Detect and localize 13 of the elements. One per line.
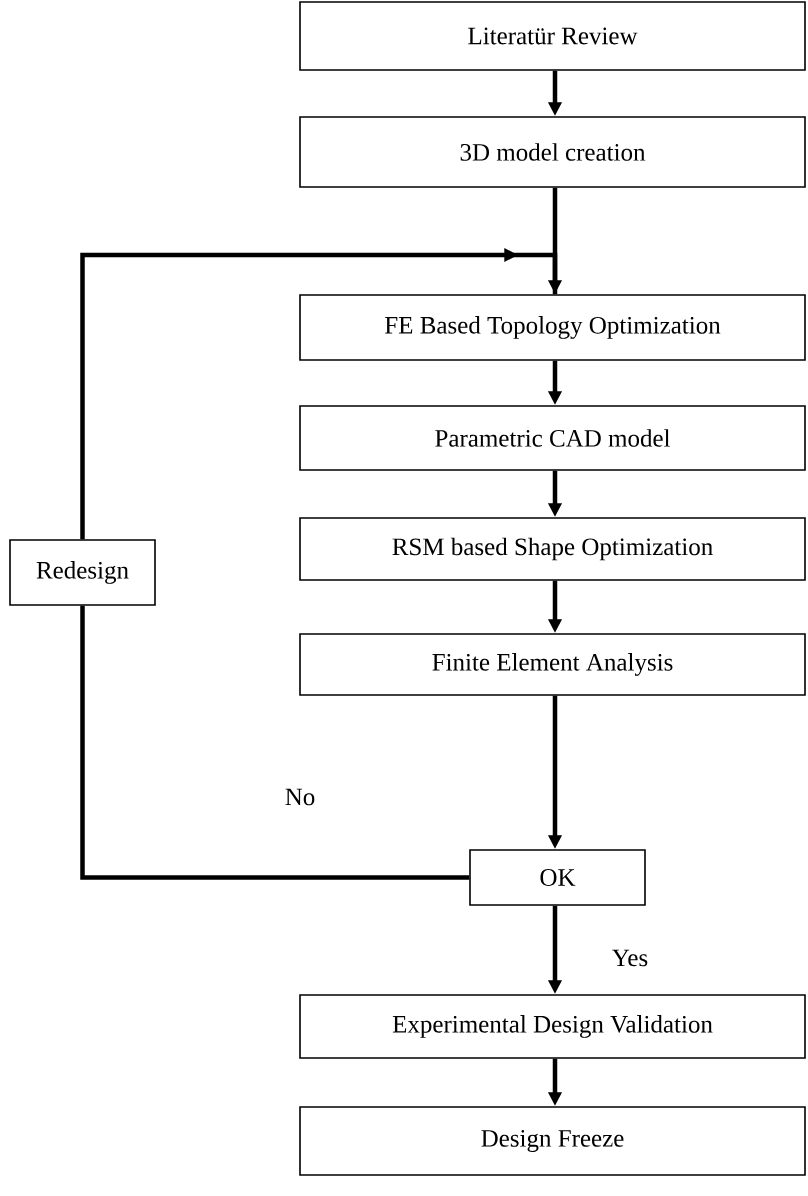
process-box: Experimental Design Validation — [299, 994, 806, 1059]
process-box: Design Freeze — [299, 1106, 806, 1176]
process-box: Literatür Review — [299, 1, 806, 71]
arrow — [80, 247, 558, 540]
process-box: FE Based Topology Optimization — [299, 294, 806, 361]
process-box: RSM based Shape Optimization — [299, 517, 806, 581]
process-box: Parametric CAD model — [299, 405, 806, 471]
process-box: 3D model creation — [299, 116, 806, 188]
process-box: Redesign — [9, 539, 156, 606]
process-box: Finite Element Analysis — [299, 633, 806, 696]
process-box: OK — [469, 849, 646, 906]
edge-label: No — [282, 786, 318, 808]
edge-label: Yes — [609, 947, 651, 969]
